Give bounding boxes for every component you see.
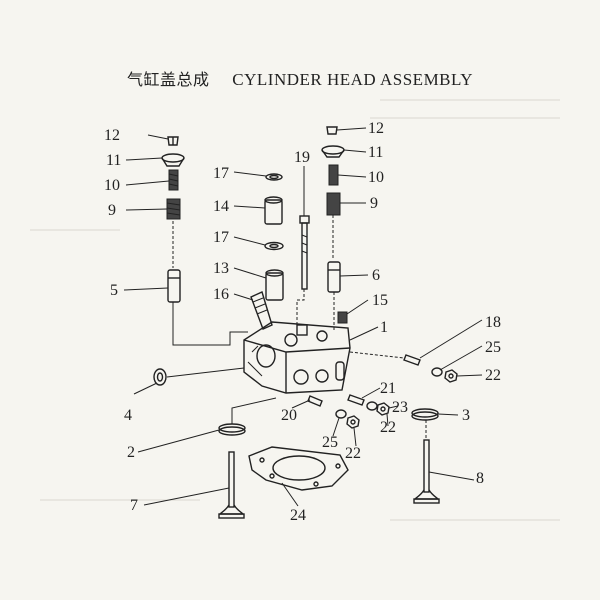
spring-retainer-left [161,153,185,167]
diagram-title: 气缸盖总成 CYLINDER HEAD ASSEMBLY [0,66,600,90]
stud-16 [250,291,273,330]
outer-spring-left [166,198,181,220]
valve-cotter-left [167,136,179,146]
callout-6: 6 [372,267,380,284]
spring-retainer-right [321,145,345,158]
valve-guide-right [327,261,341,293]
callout-11-left: 11 [106,152,121,169]
callout-1: 1 [380,319,388,336]
valve-cotter-right [326,126,338,135]
callout-4: 4 [124,407,132,424]
washer-25-low [335,409,347,419]
callout-22-low: 22 [345,445,361,462]
callout-21: 21 [380,380,396,397]
callout-14: 14 [213,198,229,215]
valve-seat-2 [218,423,246,436]
stud-21 [347,394,365,406]
title-english: CYLINDER HEAD ASSEMBLY [232,70,473,89]
plug-15 [337,311,348,324]
callout-20: 20 [281,407,297,424]
callout-22-right: 22 [485,367,501,384]
valve-seat-3 [411,408,439,421]
callout-12-right: 12 [368,120,384,137]
callout-15: 15 [372,292,388,309]
title-chinese: 气缸盖总成 [127,70,210,89]
cylinder-head-body [243,321,351,394]
stud-20 [307,395,323,407]
callout-3: 3 [462,407,470,424]
callout-22-mid: 22 [380,419,396,436]
inner-spring-left [168,169,179,191]
washer-17-top [265,173,283,181]
exhaust-valve-8 [413,420,440,504]
plug-ring-4 [153,368,167,386]
center-column [250,173,310,330]
left-valve-stack [161,136,185,303]
washer-23 [366,401,378,411]
callout-18: 18 [485,314,501,331]
callout-2: 2 [127,444,135,461]
callout-10-left: 10 [104,177,120,194]
nut-22-mid [376,402,390,416]
callout-11-right: 11 [368,144,383,161]
callout-7: 7 [130,497,138,514]
background-artifacts [30,99,560,521]
callout-19: 19 [294,149,310,166]
callout-9-right: 9 [370,195,378,212]
outer-spring-right [326,192,341,216]
callout-17-mid: 17 [213,229,229,246]
head-gasket-24 [248,446,349,491]
washer-17-mid [264,241,284,251]
callout-16: 16 [213,286,229,303]
leader-lines [123,127,483,507]
stud-18 [403,354,421,366]
callout-5: 5 [110,282,118,299]
inner-spring-right [328,164,339,186]
nut-22-right [444,369,458,383]
intake-valve-7 [218,451,245,519]
callout-8: 8 [476,470,484,487]
callout-10-right: 10 [368,169,384,186]
bolt-19 [299,215,310,290]
rocker-sleeve-14 [264,196,283,225]
nut-22-low [346,415,360,429]
callout-13: 13 [213,260,229,277]
callout-12-left: 12 [104,127,120,144]
callout-24: 24 [290,507,306,524]
callout-23: 23 [392,399,408,416]
callout-9-left: 9 [108,202,116,219]
callout-25-right: 25 [485,339,501,356]
washer-25-right [431,367,443,377]
right-valve-stack [321,126,348,330]
tappet-13 [265,269,284,301]
callout-25-low: 25 [322,434,338,451]
valve-guide-left [167,269,181,303]
callout-17-top: 17 [213,165,229,182]
callout-numbers: 12 11 10 9 5 17 14 17 13 16 19 12 11 10 … [104,120,501,524]
